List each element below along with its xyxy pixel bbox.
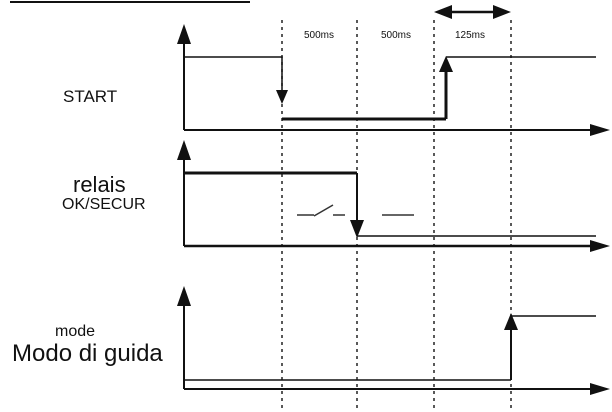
mode-label: Modo di guida <box>12 340 163 367</box>
relay-switch-icon <box>297 204 414 217</box>
relais-sublabel: OK/SECUR <box>62 196 146 213</box>
start-rising-edge-arrow-icon <box>439 56 453 72</box>
relais-y-axis-arrow-icon <box>177 140 191 160</box>
mode-signal: mode Modo di guida <box>12 286 610 395</box>
interval-label-2: 500ms <box>381 30 411 41</box>
mode-y-axis-arrow-icon <box>177 286 191 306</box>
relais-x-axis-arrow-icon <box>590 240 610 252</box>
relais-label: relais <box>73 172 126 197</box>
start-y-axis-arrow-icon <box>177 24 191 44</box>
mode-x-axis-arrow-icon <box>590 383 610 395</box>
start-label: START <box>63 87 117 106</box>
relais-falling-edge-arrow-icon <box>350 220 364 238</box>
start-x-axis-arrow-icon <box>590 124 610 136</box>
mode-small-label: mode <box>55 323 95 340</box>
interval-double-arrow <box>434 5 511 19</box>
start-signal: START <box>63 24 610 136</box>
mode-rising-edge-arrow-icon <box>504 313 518 330</box>
start-waveform-high <box>184 56 283 90</box>
relais-signal: relais OK/SECUR <box>62 140 610 252</box>
interval-label-1: 500ms <box>304 30 334 41</box>
interval-label-3: 125ms <box>455 30 485 41</box>
start-falling-edge-arrow-icon <box>276 90 288 104</box>
